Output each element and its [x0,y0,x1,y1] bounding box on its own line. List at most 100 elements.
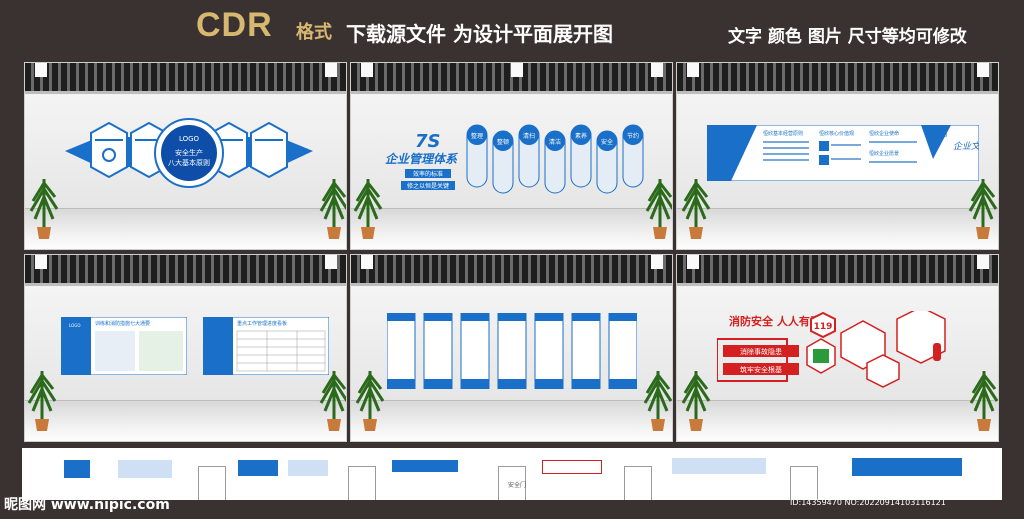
ceiling-lamp [35,63,47,77]
fire-safety-graphic: 消防安全 人人有责 119 消除事故隐患 筑牢安全根基 [717,311,946,388]
ceiling-lamp [361,255,373,269]
7s-pill: 素养 [570,124,592,188]
ceiling-lamp [651,255,663,269]
mini-board [392,460,458,472]
panel-vertical-banners [350,254,673,442]
floor [351,400,672,441]
7s-item: 整理 [471,132,483,140]
mini-board [672,458,766,474]
7s-pill: 安全 [596,130,618,194]
hex-panel [250,121,288,179]
gear-icon [102,148,116,162]
ceiling-lamp [325,63,337,77]
7s-pill: 整顿 [492,130,514,194]
potted-plant-icon [968,179,998,239]
potted-plant-icon [29,179,59,239]
board2-title: 重点工作管理进度看板 [237,320,287,327]
right-title: 文字 颜色 图片 尺寸等均可修改 [728,27,967,47]
floor [25,400,346,441]
door [498,466,526,500]
floor [677,400,998,441]
header-bar: CDR 格式 下载源文件 为设计平面展开图 文字 颜色 图片 尺寸等均可修改 [0,0,1024,58]
vertical-banner [387,313,416,389]
7s-wall-graphic: 7S 企业管理体系 效率的标准 修之以恒是关键 整理 整顿 清扫 清洁 [385,124,644,194]
potted-plant-icon [681,179,711,239]
floor [25,208,346,249]
ceiling [677,255,998,286]
fire-tag2: 筑牢安全根基 [740,365,782,374]
7s-item: 节约 [627,132,639,140]
ceiling-lamp [325,255,337,269]
7s-pill: 节约 [622,124,644,188]
ceiling-lamp [35,255,47,269]
mini-board [64,460,90,478]
mini-board [118,460,172,478]
potted-plant-icon [645,179,672,239]
door [624,466,652,500]
ceiling-lamp [651,63,663,77]
hex-panel [866,354,900,388]
ceiling-lamp [977,63,989,77]
potted-plant-icon [969,371,998,431]
brand-cdr: CDR [196,6,273,44]
7s-item: 整顿 [497,138,509,146]
center-line2: 八大基本原则 [168,158,210,167]
culture-wall-graphic: 恒欣基本经营原则 恒欣核心价值观 恒欣企业使命 恒欣企业愿景 LOGO 企业文化 [707,125,979,181]
culture-col1: 恒欣基本经营原则 [763,130,803,137]
elevation-strip: 安全门 [22,448,1002,500]
ceiling [25,63,346,94]
panel-fire-safety: 消防安全 人人有责 119 消除事故隐患 筑牢安全根基 [676,254,999,442]
vertical-banner [497,313,527,389]
banner-row [387,313,637,389]
vertical-banner [608,313,637,389]
board-logo: LOGO [69,323,80,328]
potted-plant-icon [319,179,346,239]
7s-item: 清洁 [549,138,561,146]
mini-board [542,460,602,474]
ceiling-lamp [687,63,699,77]
watermark-id: ID:14359470 NO:20220914103116121 [790,498,946,507]
ceiling-lamp [977,255,989,269]
main-title: 下载源文件 为设计平面展开图 [346,22,613,46]
potted-plant-icon [643,371,672,431]
culture-logo: LOGO [933,133,947,139]
panel-corporate-culture: 恒欣基本经营原则 恒欣核心价值观 恒欣企业使命 恒欣企业愿景 LOGO 企业文化 [676,62,999,250]
fire-title: 消防安全 人人有责 [729,314,821,328]
ceiling [25,255,346,286]
mini-board [238,460,278,476]
ceiling-lamp [511,63,523,77]
fire-number: 119 [814,322,833,332]
center-line1: 安全生产 [175,148,203,157]
culture-col3: 恒欣企业使命 [869,130,899,137]
door [790,466,818,500]
ceiling-lamp [361,63,373,77]
ceiling [351,255,672,286]
panel-safety-principles: LOGO 安全生产 八大基本原则 [24,62,347,250]
vertical-banner [571,313,601,389]
ceiling-lamp [687,255,699,269]
7s-pill: 整理 [466,124,488,188]
potted-plant-icon [355,371,385,431]
7s-pill: 清扫 [518,124,540,188]
7s-item: 安全 [601,138,613,146]
vertical-banner [534,313,564,389]
7s-item: 清扫 [523,132,535,140]
door [198,466,226,500]
vertical-banner [460,313,490,389]
fire-extinguisher-icon [933,343,941,361]
7s-title: 企业管理体系 [385,152,458,166]
fire-tag1: 消除事故隐患 [740,347,782,356]
mini-board [852,458,962,476]
notice-board-2: 重点工作管理进度看板 [203,317,329,375]
potted-plant-icon [319,371,346,431]
culture-title: 企业文化 [953,141,979,152]
format-suffix: 格式 [296,22,332,43]
panel-7s-system: 7S 企业管理体系 效率的标准 修之以恒是关键 整理 整顿 清扫 清洁 [350,62,673,250]
7s-item: 素养 [575,132,587,140]
door-label: 安全门 [508,482,527,489]
watermark-site: 昵图网 www.nipic.com [4,497,170,513]
potted-plant-icon [27,371,57,431]
panel-notice-boards: LOGO 训练和消防措施七大通要 重点工作管理进度看板 [24,254,347,442]
floor [677,208,998,249]
principles-wall-graphic: LOGO 安全生产 八大基本原则 [65,118,313,188]
